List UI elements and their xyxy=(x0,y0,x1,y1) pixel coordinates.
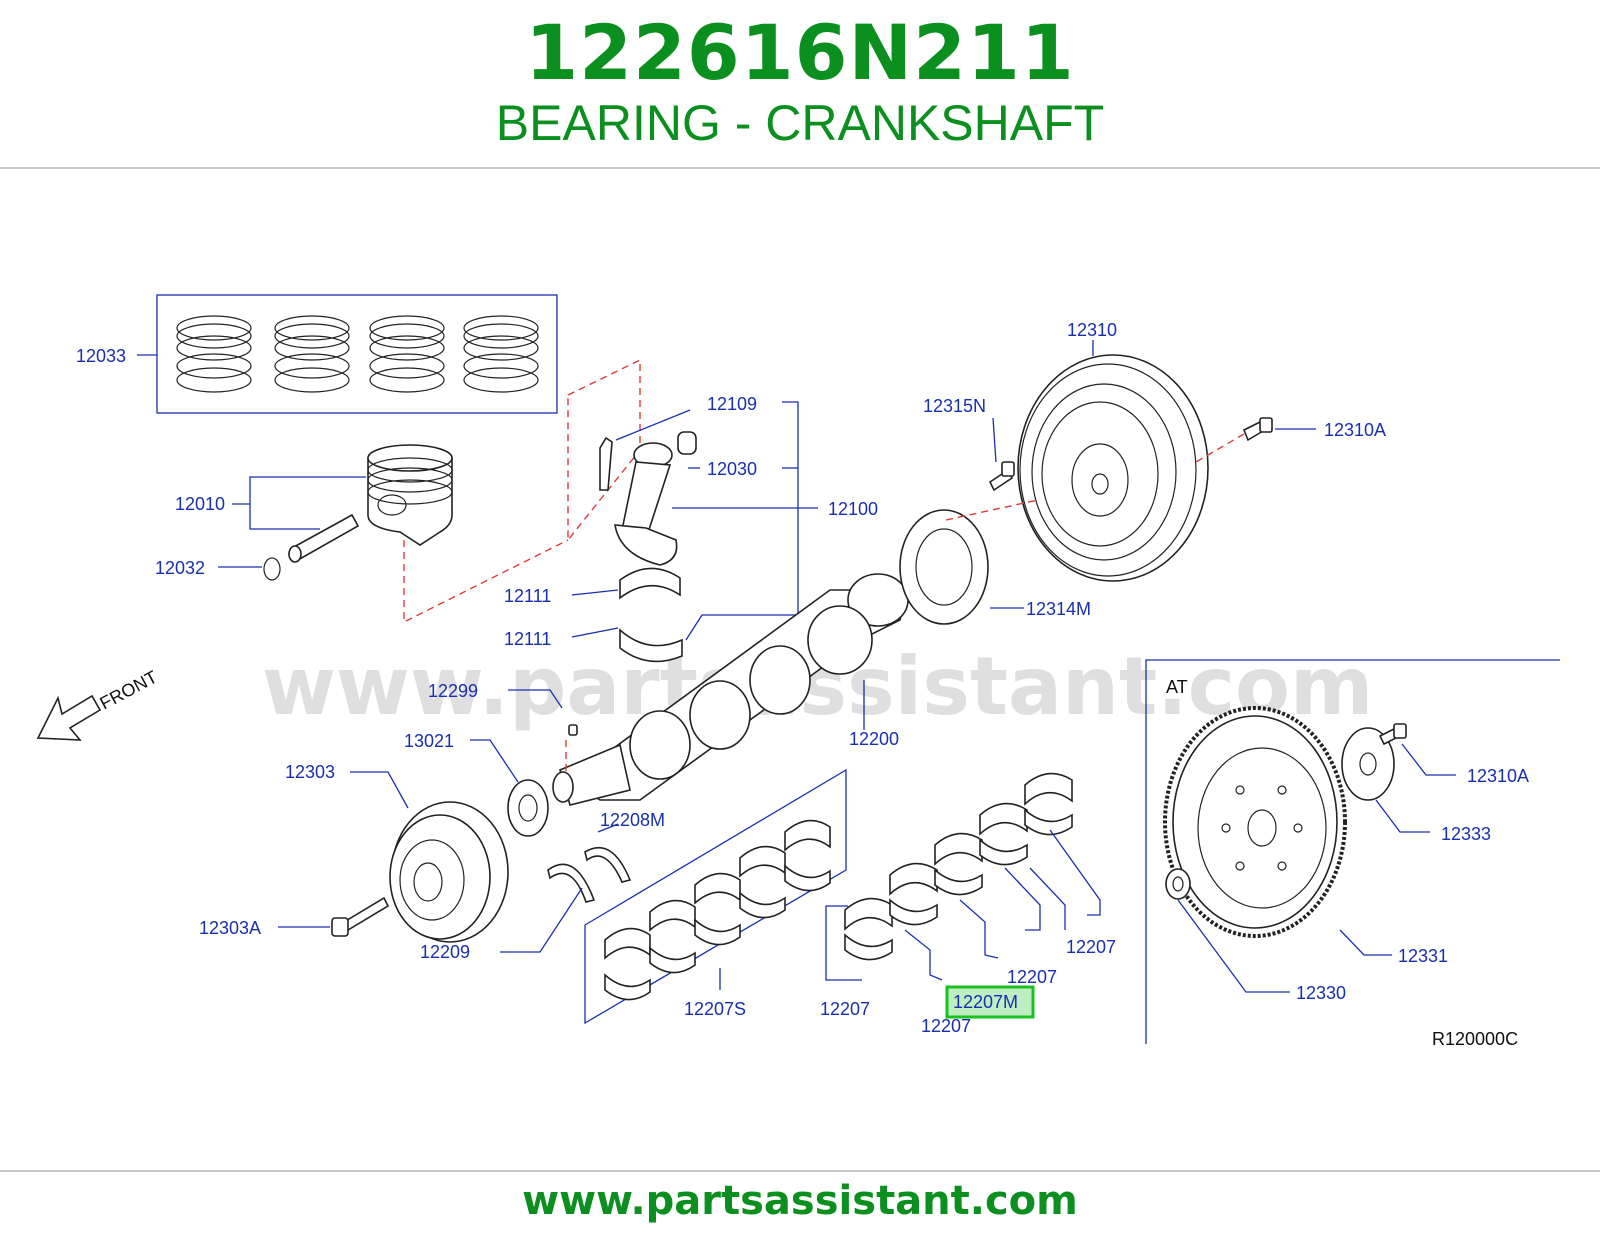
label-12207-d[interactable]: 12207 xyxy=(921,1016,971,1036)
label-12310A-top[interactable]: 12310A xyxy=(1324,420,1386,440)
label-12200[interactable]: 12200 xyxy=(849,729,899,749)
thrust-washers xyxy=(547,847,632,903)
footer-divider xyxy=(0,1170,1600,1172)
conrod-bearing-lower xyxy=(619,628,683,663)
crankshaft xyxy=(552,573,909,806)
at-label: AT xyxy=(1166,677,1188,697)
label-12209[interactable]: 12209 xyxy=(420,942,470,962)
part-name: BEARING - CRANKSHAFT xyxy=(495,95,1105,151)
phantom-line-piston xyxy=(403,539,569,624)
flywheel-bolt xyxy=(1242,417,1273,442)
phantom-line-plate xyxy=(945,499,1039,521)
drive-plate-bolt xyxy=(1378,723,1407,746)
header: 122616N211 BEARING - CRANKSHAFT xyxy=(0,0,1600,170)
label-12314M[interactable]: 12314M xyxy=(1026,599,1091,619)
label-12333[interactable]: 12333 xyxy=(1441,824,1491,844)
label-12315N[interactable]: 12315N xyxy=(923,396,986,416)
flywheel xyxy=(1017,354,1209,582)
label-12111-upper[interactable]: 12111 xyxy=(504,586,551,606)
label-12207S[interactable]: 12207S xyxy=(684,999,746,1019)
piston-ring-set xyxy=(176,315,539,393)
at-section-frame xyxy=(1145,659,1560,1044)
label-12310[interactable]: 12310 xyxy=(1067,320,1117,340)
label-12208M[interactable]: 12208M xyxy=(600,810,665,830)
footer-url[interactable]: www.partsassistant.com xyxy=(522,1178,1078,1224)
label-12330[interactable]: 12330 xyxy=(1296,983,1346,1003)
highlight-box xyxy=(945,985,1035,1019)
label-12010[interactable]: 12010 xyxy=(175,494,225,514)
piston-pin xyxy=(288,513,360,563)
label-12207-b[interactable]: 12207 xyxy=(1007,967,1057,987)
drive-plate-reinforcement xyxy=(1341,727,1395,801)
main-bearing-set xyxy=(604,819,831,1001)
piston-rings-box xyxy=(156,294,558,414)
part-number: 122616N211 xyxy=(525,8,1075,97)
label-12207-c[interactable]: 12207 xyxy=(1066,937,1116,957)
main-bearings xyxy=(844,772,1073,961)
pilot-converter-bushing xyxy=(1165,868,1191,900)
label-12033[interactable]: 12033 xyxy=(76,346,126,366)
label-12303[interactable]: 12303 xyxy=(285,762,335,782)
label-12030[interactable]: 12030 xyxy=(707,459,757,479)
front-arrow xyxy=(36,694,102,741)
label-12303A[interactable]: 12303A xyxy=(199,918,261,938)
crank-position-plate-bolt xyxy=(988,461,1015,492)
label-12207-a[interactable]: 12207 xyxy=(820,999,870,1019)
label-13021[interactable]: 13021 xyxy=(404,731,454,751)
label-12207M-highlighted[interactable]: 12207M xyxy=(953,992,1018,1012)
connecting-rod xyxy=(599,431,697,566)
piston xyxy=(367,444,453,546)
label-12100[interactable]: 12100 xyxy=(828,499,878,519)
label-12299[interactable]: 12299 xyxy=(428,681,478,701)
label-12111-lower[interactable]: 12111 xyxy=(504,629,551,649)
label-12109[interactable]: 12109 xyxy=(707,394,757,414)
signal-plate xyxy=(899,509,989,625)
crank-sprocket xyxy=(507,779,549,837)
front-label: FRONT xyxy=(96,667,160,714)
conrod-bearing-upper xyxy=(619,567,681,600)
label-12032[interactable]: 12032 xyxy=(155,558,205,578)
drive-plate-ring-gear xyxy=(1163,706,1347,938)
header-divider xyxy=(0,167,1600,169)
woodruff-key xyxy=(568,724,578,736)
main-bearing-set-box xyxy=(584,768,847,1025)
label-12310A-at[interactable]: 12310A xyxy=(1467,766,1529,786)
drawing-code: R120000C xyxy=(1432,1029,1518,1049)
pulley-bolt xyxy=(331,896,390,937)
label-12331[interactable]: 12331 xyxy=(1398,946,1448,966)
crank-pulley xyxy=(389,801,509,943)
snap-ring xyxy=(263,557,281,581)
phantom-line-flywheel xyxy=(1195,433,1245,463)
